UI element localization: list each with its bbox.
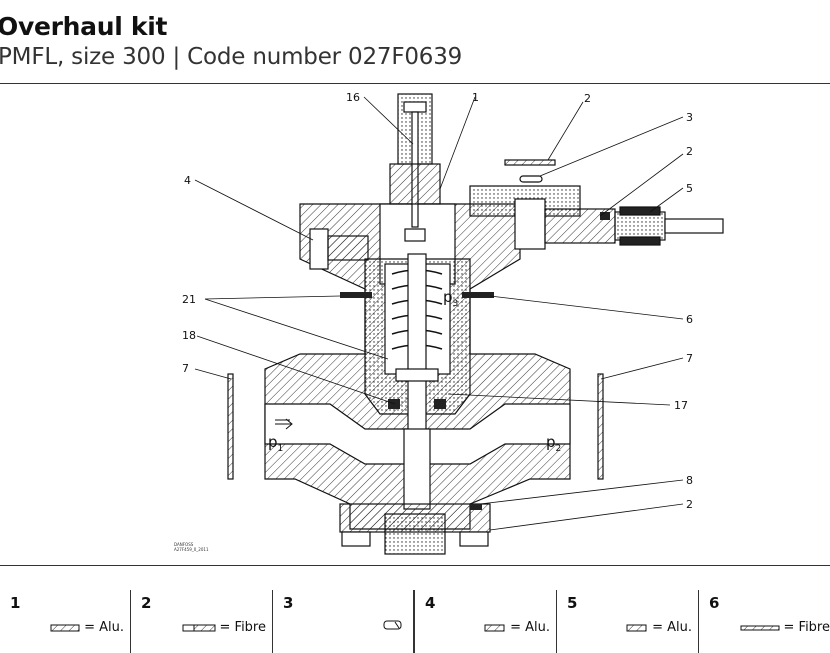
pressure-label-p3: p3 [443,288,458,309]
spring-housing [364,253,471,455]
adjusting-screw [309,228,369,270]
pin-icon [383,620,402,630]
callout-1: 1 [472,91,479,104]
flow-direction-arrow [275,418,293,430]
valve-cross-section-drawing: p1 p2 p3 16 1 2 3 2 5 4 21 6 18 7 7 17 8 [174,91,724,555]
callout-4: 4 [184,174,191,187]
callout-6: 6 [686,313,693,326]
callout-17: 17 [674,399,688,412]
spare-parts-floating [504,159,556,183]
washer-icon [626,624,647,631]
part-cell-3: 3 [273,590,415,653]
callout-8: 8 [686,474,693,487]
drawing-credit-brand: DANFOSS [174,542,194,547]
part-material: = Alu. [510,620,550,635]
part-cell-4: 4 = Alu. [415,590,557,653]
gasket-icon [50,624,80,631]
valve-bottom-assembly [339,428,491,555]
pressure-label-p2: p2 [546,433,561,454]
callout-leader-lines [194,96,684,531]
part-number: 2 [141,594,152,612]
callout-7-right: 7 [686,352,693,365]
callout-3: 3 [686,111,693,124]
pilot-connection [469,185,724,250]
part-material: = Alu. [652,620,692,635]
gasket-icon [182,624,216,631]
parts-table: 1 = Alu. 2 = Fibre 3 4 = Alu. 5 = Alu. [0,590,830,653]
part-material: = Alu. [84,620,124,635]
part-cell-5: 5 = Alu. [557,590,699,653]
callout-2-top: 2 [584,92,591,105]
pressure-label-p1: p1 [268,433,283,454]
part-cell-1: 1 = Alu. [0,590,131,653]
drawing-credit-code: A27F459_0_2011 [174,547,209,552]
header-divider [0,83,830,84]
flange-rings [227,373,604,480]
valve-top-assembly [389,93,441,242]
parts-divider [0,565,830,566]
part-number: 3 [283,594,294,612]
part-number: 5 [567,594,578,612]
page-subtitle: PMFL, size 300 | Code number 027F0639 [0,44,463,70]
washer-icon [484,624,505,631]
part-material: = Fibre [783,620,830,635]
part-material: = Fibre [219,620,266,635]
page-title: Overhaul kit [0,12,168,41]
callout-21: 21 [182,293,196,306]
callout-2-upper: 2 [686,145,693,158]
part-number: 4 [425,594,436,612]
callout-5: 5 [686,182,693,195]
part-cell-6: 6 = Fibre [699,590,830,653]
part-cell-2: 2 = Fibre [131,590,273,653]
flat-gasket-icon [740,625,780,630]
callout-16: 16 [346,91,360,104]
callout-numbers: 16 1 2 3 2 5 4 21 6 18 7 7 17 8 2 [182,91,693,511]
part-number: 1 [10,594,21,612]
callout-2-bottom: 2 [686,498,693,511]
part-number: 6 [709,594,720,612]
callout-18: 18 [182,329,196,342]
callout-7-left: 7 [182,362,189,375]
